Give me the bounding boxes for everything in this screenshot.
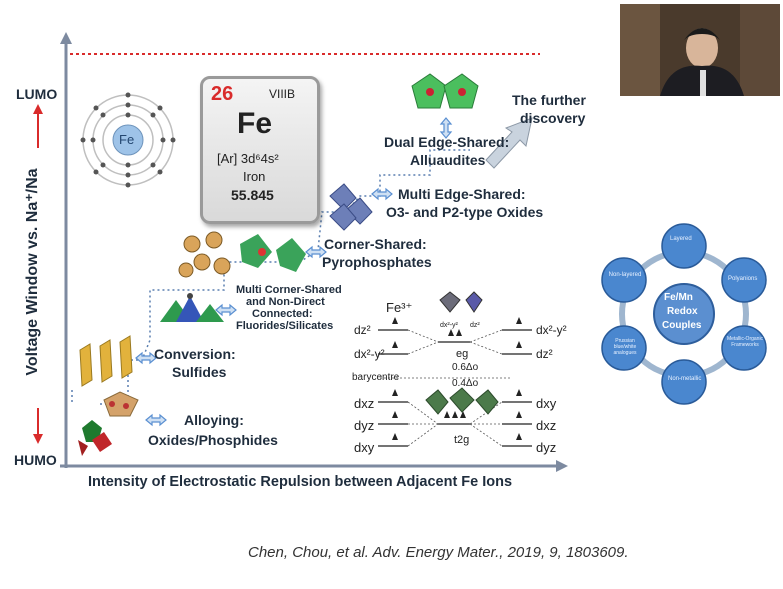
conversion-subtitle: Sulfides	[172, 364, 226, 380]
further-line2: discovery	[520, 110, 585, 126]
t2g-left-3: dxy	[354, 440, 374, 455]
ring-center-2: Redox	[667, 306, 698, 317]
t2g-left-2: dyz	[354, 418, 374, 433]
further-line1: The further	[512, 92, 586, 108]
fluoride-line2: and Non-Direct	[246, 296, 325, 308]
eg-right-1: dx²-y²	[536, 323, 567, 337]
pyrophosphate-cluster-icon	[179, 232, 230, 277]
edge-shared-title: Multi Edge-Shared:	[398, 186, 526, 202]
t2g-right-2: dxz	[536, 418, 556, 433]
barycentre-label: barycentre	[352, 372, 399, 383]
dual-edge-subtitle: Alluaudites	[410, 152, 485, 168]
top-orbital-1: dx²-y²	[440, 322, 458, 329]
ring-center-3: Couples	[662, 320, 701, 331]
fluoride-line3: Connected:	[252, 308, 313, 320]
x-axis-label: Intensity of Electrostatic Repulsion bet…	[88, 474, 512, 490]
corner-shared-subtitle: Pyrophosphates	[322, 254, 432, 270]
corner-shared-title: Corner-Shared:	[324, 236, 427, 252]
fluoride-tetrahedra-icon	[160, 293, 224, 322]
top-orbital-2: dz²	[470, 322, 480, 329]
edge-shared-subtitle: O3- and P2-type Oxides	[386, 204, 543, 220]
presenter-video	[620, 4, 780, 96]
redox-ring-panel: Fe/Mn Redox Couples Layered Polyanions M…	[590, 216, 778, 412]
dual-edge-title: Dual Edge-Shared:	[384, 134, 509, 150]
ring-node-layered: Layered	[670, 236, 692, 242]
eg-left-1: dz²	[354, 323, 371, 337]
t2g-left-1: dxz	[354, 396, 374, 411]
t2g-label: t2g	[454, 434, 469, 446]
alluaudite-octahedra-icon	[412, 74, 478, 108]
corner-shared-octahedra-icon	[240, 234, 306, 272]
t2g-right-3: dyz	[536, 440, 556, 455]
ring-node-prussian: Prussian blue/white analogues	[606, 338, 644, 356]
ring-center-1: Fe/Mn	[664, 292, 693, 303]
delta-down-label: 0.4Δo	[452, 378, 478, 389]
alloying-cluster-icon	[78, 420, 112, 456]
eg-left-2: dx²-y²	[354, 347, 385, 361]
fluoride-title: Multi Corner-Shared	[236, 284, 342, 296]
sulfide-chain-icon	[80, 336, 132, 386]
fluoride-subtitle: Fluorides/Silicates	[236, 320, 333, 332]
alloying-subtitle: Oxides/Phosphides	[148, 432, 278, 448]
oxide-polyhedra-icon	[104, 392, 138, 416]
ring-node-mof: Metallic-Organic Frameworks	[726, 336, 764, 348]
ring-node-nonmetallic: Non-metallic	[668, 376, 701, 382]
ring-node-polyanions: Polyanions	[728, 276, 757, 282]
conversion-title: Conversion:	[154, 346, 236, 362]
presenter-image	[620, 4, 780, 96]
fe3-label: Fe³⁺	[386, 300, 412, 316]
eg-right-2: dz²	[536, 347, 553, 361]
alloying-title: Alloying:	[184, 412, 244, 428]
delta-up-label: 0.6Δo	[452, 362, 478, 373]
citation: Chen, Chou, et al. Adv. Energy Mater., 2…	[248, 544, 629, 561]
ring-node-nonlayered: Non-layered	[608, 272, 642, 278]
eg-label: eg	[456, 348, 468, 360]
t2g-right-1: dxy	[536, 396, 556, 411]
edge-shared-octahedra-icon	[330, 184, 372, 230]
